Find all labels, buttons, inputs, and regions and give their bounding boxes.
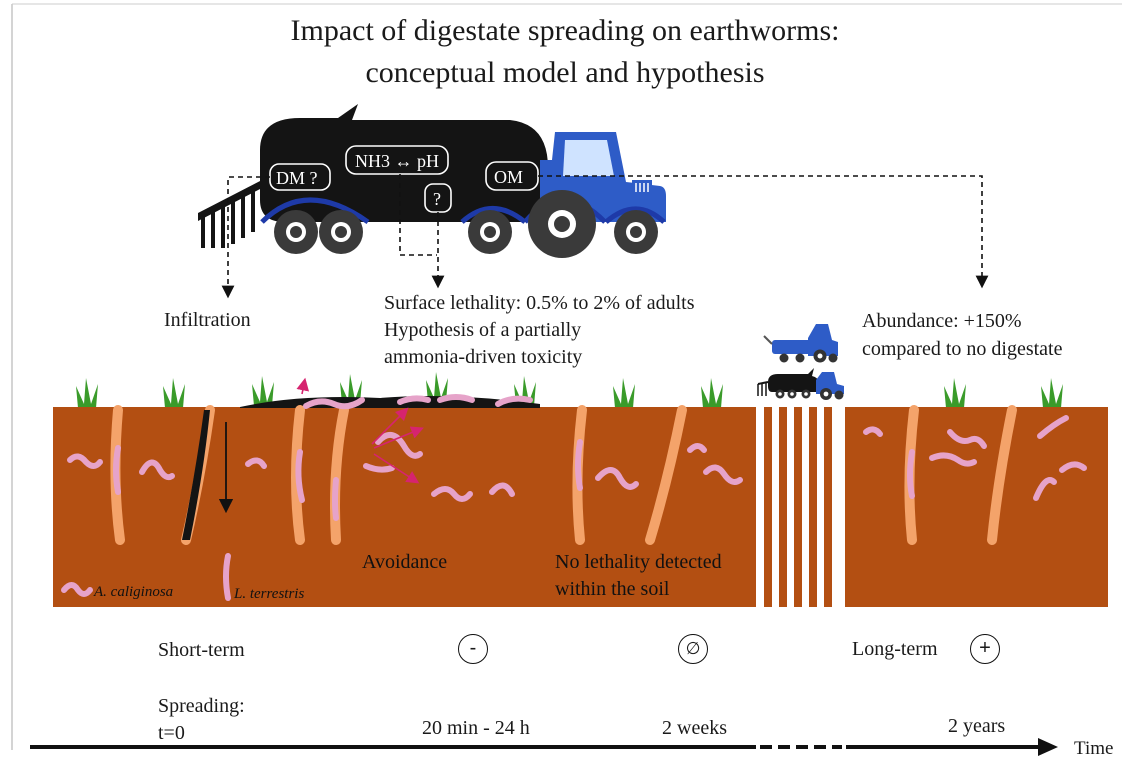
null-effect-symbol: ∅: [678, 634, 708, 664]
digestate-surface-layer: [240, 396, 540, 408]
infiltration-label: Infiltration: [164, 309, 251, 331]
avoidance-label: Avoidance: [362, 551, 448, 573]
nh3-label-box: [345, 145, 449, 175]
truck-wheels: [274, 190, 658, 258]
nh3-to-question-connector: [399, 174, 437, 256]
infiltration-crack: [182, 410, 210, 540]
spreading-label-line2: t=0: [158, 722, 185, 744]
diagram-title-line2: conceptual model and hypothesis: [365, 56, 765, 89]
dm-to-infiltration-arrow: [221, 176, 270, 299]
om-to-abundance-arrow: [538, 175, 989, 289]
soil-break-stripes: [764, 407, 832, 607]
nh3-ph-label: NH3 ↔ pH: [355, 151, 439, 171]
time-axis-arrowhead: [1038, 738, 1058, 756]
surface-lethality-line2: Hypothesis of a partially: [384, 319, 582, 341]
abundance-line2: compared to no digestate: [862, 338, 1063, 360]
negative-effect-symbol: -: [458, 634, 488, 664]
species-l-terrestris-label: L. terrestris: [234, 586, 305, 602]
time-point-2-weeks: 2 weeks: [662, 717, 727, 739]
time-point-2-years: 2 years: [948, 715, 1006, 737]
surface-lethality-line3: ammonia-driven toxicity: [384, 346, 583, 368]
diagram-title-line1: Impact of digestate spreading on earthwo…: [290, 14, 840, 47]
spreading-boom: [198, 180, 262, 248]
no-lethality-line2: within the soil: [555, 578, 670, 600]
no-lethality-line1: No lethality detected: [555, 551, 722, 573]
time-point-20min-24h: 20 min - 24 h: [422, 717, 530, 739]
dm-label: DM ?: [276, 168, 318, 188]
dashed-connectors: [221, 174, 989, 299]
time-axis-label: Time: [1074, 738, 1114, 759]
grass-tufts: [76, 372, 1063, 408]
digestate-tanker-truck: [198, 104, 666, 258]
time-axis: [30, 738, 1058, 756]
earthworms: [61, 394, 1087, 601]
spreading-label-line1: Spreading:: [158, 695, 245, 717]
avoidance-arrows: [296, 377, 424, 484]
long-term-label: Long-term: [852, 638, 938, 660]
positive-effect-symbol: +: [970, 634, 1000, 664]
om-label: OM: [494, 167, 524, 187]
abundance-line1: Abundance: +150%: [862, 310, 1022, 332]
small-blue-tractor-icon: [763, 324, 838, 363]
question-label: ?: [433, 189, 441, 209]
soil-block-short-term: [53, 407, 756, 607]
surface-lethality-line1: Surface lethality: 0.5% to 2% of adults: [384, 292, 695, 314]
short-term-label: Short-term: [158, 639, 245, 661]
small-tanker-tractor-icon: [757, 368, 844, 400]
small-tractors: [757, 324, 844, 400]
species-a-caliginosa-label: A. caliginosa: [94, 584, 174, 600]
